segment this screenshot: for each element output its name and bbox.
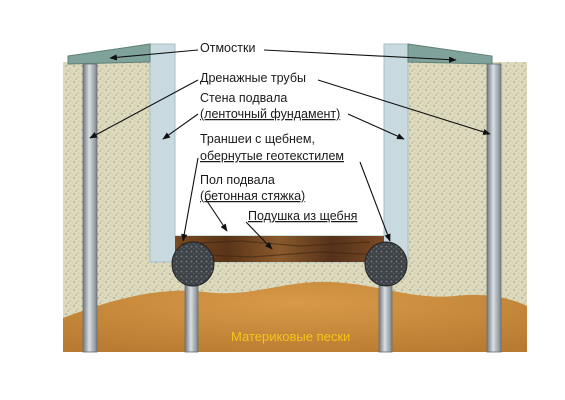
trench-pipe-left bbox=[184, 281, 199, 353]
label-sands: Материковые пески bbox=[231, 329, 350, 344]
label-wall-line2: (ленточный фундамент) bbox=[200, 107, 340, 121]
drain-pipe-left bbox=[82, 63, 98, 353]
gravel-trench-left bbox=[171, 241, 215, 287]
drain-pipe-right bbox=[486, 63, 502, 353]
label-trench-line1: Траншеи с щебнем, bbox=[200, 132, 315, 146]
bedrock-sands bbox=[63, 281, 527, 352]
callout-arrows bbox=[89, 49, 491, 250]
label-cushion: Подушка из щебня bbox=[248, 209, 357, 223]
label-wall-line1: Стена подвала bbox=[200, 91, 287, 105]
label-drain-pipes: Дренажные трубы bbox=[200, 71, 306, 85]
label-floor-line1: Пол подвала bbox=[200, 173, 275, 187]
label-trench-line2: обернутые геотекстилем bbox=[200, 149, 344, 163]
label-floor-line2: (бетонная стяжка) bbox=[200, 189, 305, 203]
otmostka-left bbox=[67, 43, 151, 65]
otmostka-right bbox=[407, 43, 493, 65]
label-otmostki: Отмостки bbox=[200, 41, 255, 55]
gravel-trench-right bbox=[364, 241, 408, 287]
trench-pipe-right bbox=[378, 281, 393, 353]
